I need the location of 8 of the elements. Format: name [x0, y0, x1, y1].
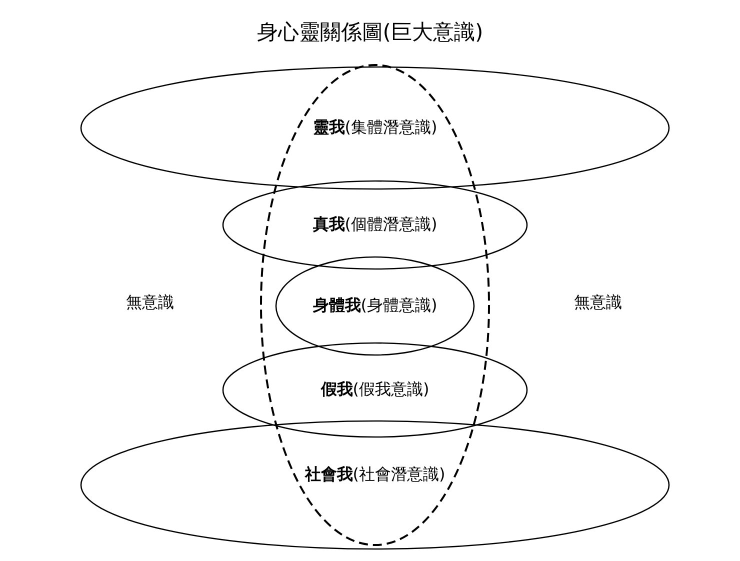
ellipse-label: 靈我(集體潛意識) — [312, 118, 438, 138]
ellipse-label: 身體我(身體意識) — [312, 296, 438, 316]
side-label: 無意識 — [574, 292, 622, 314]
side-label: 無意識 — [126, 292, 174, 314]
ellipse-label: 社會我(社會潛意識) — [304, 464, 446, 486]
diagram-title: 身心靈關係圖(巨大意識) — [256, 19, 484, 46]
ellipse-label: 假我(假我意識) — [320, 380, 430, 400]
ellipse-label: 真我(個體潛意識) — [312, 214, 438, 236]
